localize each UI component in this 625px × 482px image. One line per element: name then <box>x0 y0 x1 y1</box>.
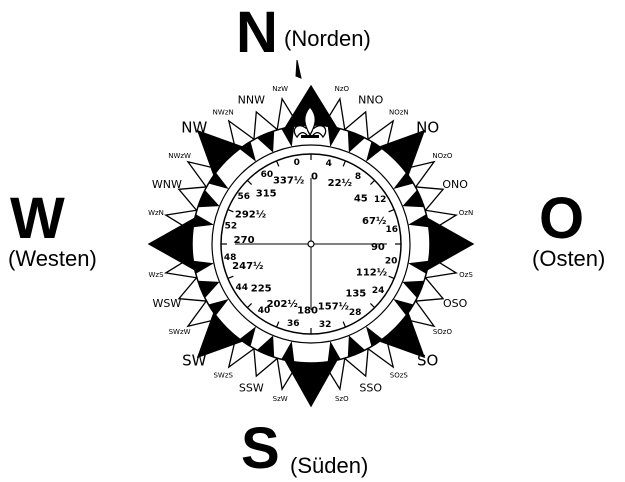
rose-point-label-swzs: SWzS <box>213 371 233 379</box>
rose-point-label-nozn: NOzN <box>389 109 409 117</box>
rose-point-label-o: O <box>440 234 454 254</box>
fleur-de-lis-band <box>301 135 319 138</box>
rose-degree-label: 315 <box>256 189 277 200</box>
rose-number-label: 32 <box>319 320 332 330</box>
rose-number-label: 16 <box>386 225 399 235</box>
rose-number-label: 52 <box>225 221 238 231</box>
rose-point-label-sso: SSO <box>359 382 382 395</box>
rose-point-label-sozo: SOzO <box>433 328 453 336</box>
rose-point-label-so: SO <box>417 352 438 370</box>
rose-point-label-sozs: SOzS <box>390 371 409 379</box>
rose-degree-label: 135 <box>345 288 366 299</box>
rose-degree-label: 67½ <box>362 216 386 227</box>
rose-point-label-nw: NW <box>181 118 207 136</box>
rose-point-label-nwzw: NWzW <box>168 152 191 160</box>
rose-point-label-wzs: WzS <box>148 271 164 279</box>
rose-point-label-ssw: SSW <box>239 382 264 395</box>
rose-point-label-wnw: WNW <box>152 178 182 191</box>
north-pointer-icon <box>296 60 301 78</box>
rose-point-label-szo: SzO <box>335 395 349 403</box>
rose-number-label: 24 <box>372 286 385 296</box>
rose-point-label-nzo: NzO <box>335 85 350 93</box>
rose-degree-label: 180 <box>297 305 318 316</box>
rose-number-label: 60 <box>261 170 274 180</box>
rose-degree-label: 112½ <box>356 267 387 278</box>
rose-degree-label: 292½ <box>235 210 266 221</box>
rose-number-label: 0 <box>294 158 300 168</box>
rose-number-label: 44 <box>236 283 249 293</box>
rose-degree-label: 45 <box>354 194 368 205</box>
rose-point-label-sw: SW <box>182 352 207 370</box>
rose-point-label-ono: ONO <box>442 178 468 191</box>
rose-point-label-s: S <box>305 370 317 390</box>
rose-point-label-swzw: SWzW <box>169 328 191 336</box>
rose-point-label-ozn: OzN <box>459 209 473 217</box>
rose-degree-label: 0 <box>311 172 318 183</box>
rose-point-label-wzn: WzN <box>148 209 164 217</box>
rose-number-label: 56 <box>238 192 251 202</box>
rose-number-label: 4 <box>326 159 332 169</box>
rose-point-label-nno: NNO <box>358 93 383 106</box>
rose-number-label: 20 <box>385 257 398 267</box>
rose-degree-label: 22½ <box>328 178 352 189</box>
rose-number-label: 28 <box>349 308 362 318</box>
rose-point-label-nwzn: NWzN <box>213 109 234 117</box>
rose-degree-label: 225 <box>251 283 272 294</box>
center-pivot <box>308 241 314 247</box>
rose-point-label-wsw: WSW <box>153 297 182 310</box>
rose-point-label-oso: OSO <box>443 297 468 310</box>
rose-point-label-nozo: NOzO <box>432 152 452 160</box>
rose-number-label: 8 <box>355 172 361 182</box>
rose-point-label-szw: SzW <box>273 395 288 403</box>
rose-degree-label: 202½ <box>267 299 298 310</box>
rose-point-label-nnw: NNW <box>238 93 265 106</box>
rose-point-label-w: W <box>166 234 185 254</box>
rose-number-label: 36 <box>287 319 300 329</box>
rose-degree-label: 337½ <box>273 175 304 186</box>
rose-degree-label: 247½ <box>232 261 263 272</box>
rose-point-label-ozs: OzS <box>459 271 473 279</box>
rose-number-label: 12 <box>374 195 387 205</box>
rose-point-label-nzw: NzW <box>272 85 288 93</box>
rose-point-label-no: NO <box>416 118 439 136</box>
rose-degree-label: 157½ <box>318 302 349 313</box>
